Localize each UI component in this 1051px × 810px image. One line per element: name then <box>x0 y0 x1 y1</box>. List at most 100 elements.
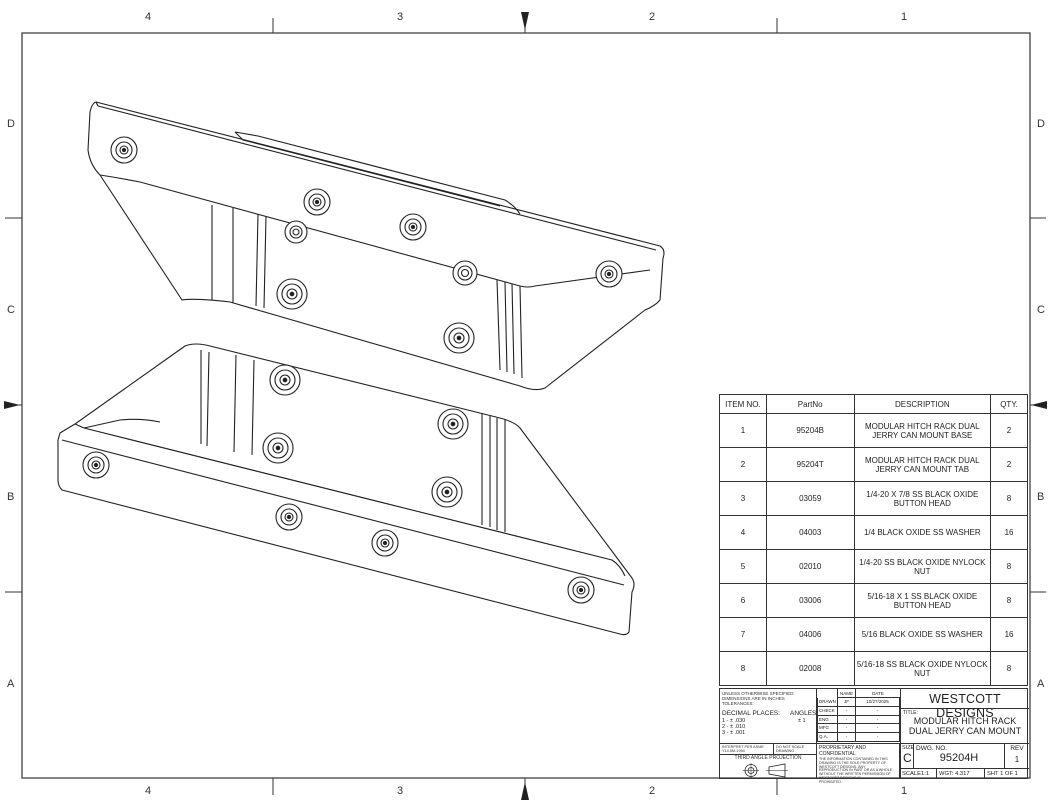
bom-qty: 8 <box>990 549 1028 584</box>
rev-value: 1 <box>1014 755 1020 764</box>
decimal-tolerances: 1 - ± .030 2 - ± .010 3 - ± .001 <box>722 718 745 736</box>
zone-col-3-top: 3 <box>397 11 404 23</box>
bolt-heads-lower <box>82 364 595 604</box>
signoff-name: - <box>837 724 855 734</box>
proprietary-title: PROPRIETARY AND CONFIDENTIAL <box>819 745 866 757</box>
signoff-name: - <box>837 733 855 742</box>
drawing-title-line-1: MODULAR HITCH RACK <box>913 716 1017 726</box>
zone-row-a-left: A <box>7 678 15 690</box>
company-name: WESTCOTT DESIGNS <box>929 692 1001 720</box>
signoff-role: Q.A. <box>817 733 837 742</box>
bom-item-no: 1 <box>719 413 767 448</box>
zone-col-4-top: 4 <box>145 11 152 23</box>
bom-item-no: 2 <box>719 447 767 482</box>
zone-row-b-right: B <box>1037 491 1045 503</box>
bom-description-line: MODULAR HITCH RACK DUAL <box>864 421 980 431</box>
signoff-date: - <box>855 715 900 725</box>
bom-description-line: 5/16-18 SS BLACK OXIDE NYLOCK <box>856 659 988 669</box>
signoff-role: ENG <box>817 715 837 725</box>
signoff-date: - <box>855 706 900 716</box>
size-value: C <box>903 751 912 765</box>
angle-tolerance: ± 1 <box>798 718 806 724</box>
bom-part-no: 95204B <box>765 413 855 448</box>
company-block: WESTCOTT DESIGNS <box>900 689 1029 720</box>
zone-row-b-left: B <box>7 491 15 503</box>
weight-value: WGT: 4.317 <box>939 771 970 777</box>
bom-description-line: NUT <box>914 668 931 678</box>
projection-block: THIRD ANGLE PROJECTION <box>720 754 817 778</box>
do-not-scale-note: DO NOT SCALE DRAWING <box>774 743 817 754</box>
bom-description-line: JERRY CAN MOUNT BASE <box>872 430 973 440</box>
bom-part-no: 04006 <box>765 617 855 652</box>
sheet-value: SHT 1 OF 1 <box>987 771 1018 777</box>
bom-header-description: DESCRIPTION <box>853 394 992 414</box>
bom-qty: 2 <box>990 447 1028 482</box>
drawing-title-line-2: DUAL JERRY CAN MOUNT <box>908 726 1022 736</box>
bom-header-row: ITEM NO. PartNo DESCRIPTION QTY. <box>719 394 1028 414</box>
bom-description-line: 5/16-18 X 1 SS BLACK OXIDE <box>867 591 978 601</box>
zone-row-d-left: D <box>7 118 15 130</box>
decimal-tol-2: 2 - ± .010 <box>722 724 746 730</box>
bom-part-no: 02010 <box>765 549 855 584</box>
rev-cell: REV 1 <box>1005 743 1029 768</box>
signoff-name: JF <box>837 698 855 707</box>
title-label: TITLE: <box>903 710 919 716</box>
title-block: UNLESS OTHERWISE SPECIFIED: DIMENSIONS A… <box>719 688 1029 784</box>
signoff-role: DRAWN <box>817 698 837 707</box>
zone-row-c-left: C <box>7 304 15 316</box>
zone-row-a-right: A <box>1037 678 1045 690</box>
bom-description-line: 1/4 BLACK OXIDE SS WASHER <box>863 528 981 537</box>
bom-item-no: 8 <box>719 651 767 686</box>
bom-qty: 2 <box>990 413 1028 448</box>
bom-part-no: 02008 <box>765 651 855 686</box>
note-line: DIMENSIONS ARE IN INCHES <box>722 696 785 701</box>
proprietary-text-line: DRAWING IS THE SOLE PROPERTY OF <box>819 760 886 765</box>
note-line: UNLESS OTHERWISE SPECIFIED: <box>722 691 795 696</box>
dwg-no-label: DWG. NO. <box>916 745 948 752</box>
zone-col-1-bottom: 1 <box>901 785 908 797</box>
bom-part-no: 03059 <box>765 481 855 516</box>
zone-row-c-right: C <box>1037 304 1045 316</box>
sheet-cell: SHT 1 OF 1 <box>985 768 1029 779</box>
signoff-date: - <box>855 733 900 742</box>
size-cell: SIZE C <box>900 743 914 768</box>
bom-description: 5/16 BLACK OXIDE SS WASHER <box>853 617 992 652</box>
scale-value: SCALE1:1 <box>902 771 930 777</box>
interpret-note: INTERPRET PER ASME Y14.5M-1994 <box>720 743 774 754</box>
tolerance-notes: UNLESS OTHERWISE SPECIFIED: DIMENSIONS A… <box>720 689 818 743</box>
zone-col-1-top: 1 <box>901 11 908 23</box>
bom-description-line: 5/16 BLACK OXIDE SS WASHER <box>861 630 983 639</box>
dwg-no-value: 95204H <box>939 752 979 764</box>
dwg-no-cell: DWG. NO. 95204H <box>914 743 1005 768</box>
bom-part-no: 95204T <box>765 447 855 482</box>
decimal-tol-3: 3 - ± .001 <box>722 730 746 736</box>
note-line: TOLERANCES: <box>722 701 754 706</box>
bom-description-line: BUTTON HEAD <box>893 498 951 508</box>
signoff-date: 10/27/2025 <box>855 698 900 707</box>
bom-description-line: 1/4-20 SS BLACK OXIDE NYLOCK <box>859 557 986 567</box>
signoff-role: CHECK <box>817 706 837 716</box>
bom-qty: 8 <box>990 583 1028 618</box>
bom-item-no: 7 <box>719 617 767 652</box>
proprietary-text-line: PROHIBITED. <box>819 779 842 784</box>
name-header: NAME <box>837 689 855 698</box>
bom-item-no: 4 <box>719 515 767 550</box>
third-angle-projection-icon <box>743 763 788 778</box>
bom-header-qty: QTY. <box>990 394 1028 414</box>
bom-qty: 16 <box>990 617 1028 652</box>
signoff-date: - <box>855 724 900 734</box>
bom-qty: 8 <box>990 481 1028 516</box>
size-label: SIZE <box>902 745 915 751</box>
